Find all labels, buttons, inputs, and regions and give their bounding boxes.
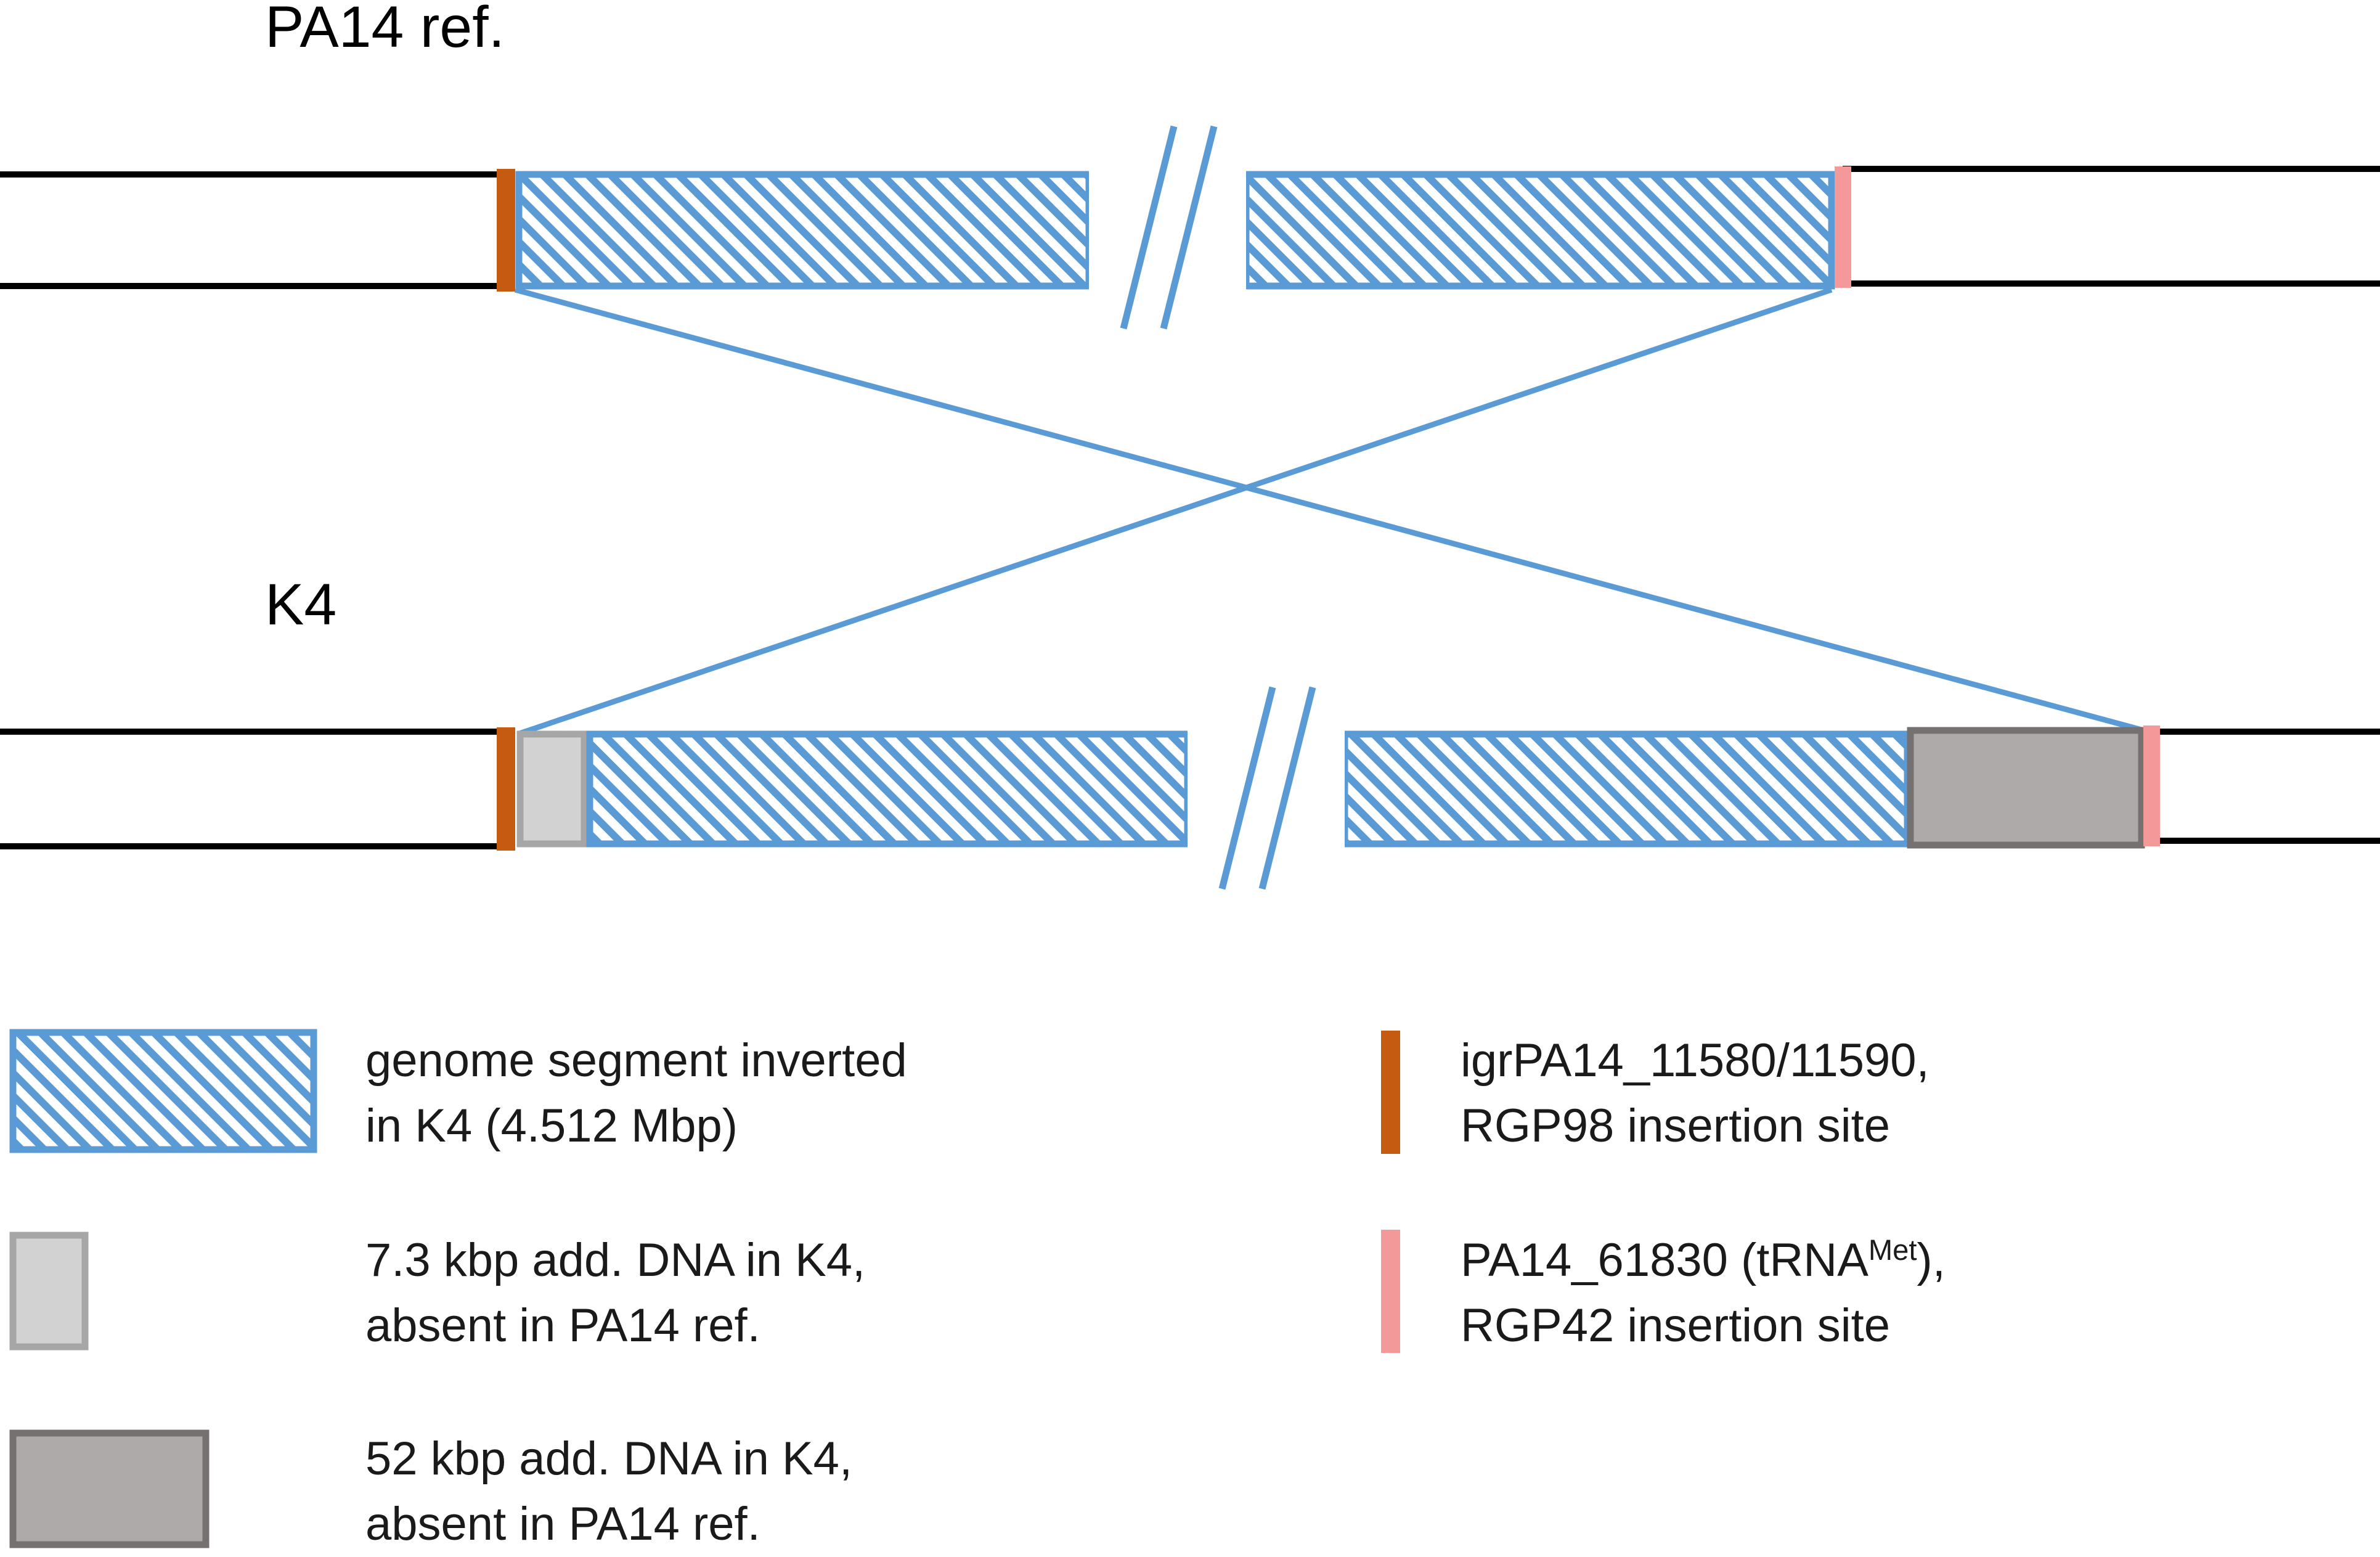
k4-inverted-segment-right	[1341, 730, 1911, 848]
k4-break-mark-1	[1218, 686, 1276, 890]
pa14-inverted-segment-left	[515, 171, 1093, 290]
pa14-reference-track	[0, 125, 2380, 330]
k4-track	[0, 686, 2380, 890]
legend-rgp98-line2: RGP98 insertion site	[1461, 1100, 1890, 1152]
k4-rgp98-site	[497, 727, 515, 851]
inversion-crossing-lines	[514, 287, 2143, 737]
legend-inverted-line2: in K4 (4.512 Mbp)	[365, 1100, 738, 1152]
pa14-break-mark-2	[1160, 125, 1218, 330]
legend-rgp98-symbol	[1381, 1031, 1400, 1154]
k4-small-additional-dna	[516, 730, 588, 848]
k4-break-mark-2	[1258, 686, 1316, 890]
pa14-inverted-segment-right	[1242, 171, 1835, 290]
legend-inverted-symbol	[9, 1029, 317, 1153]
legend-rgp98-label: igrPA14_11580/11590, RGP98 insertion sit…	[1461, 1028, 1930, 1159]
legend-symbols	[9, 1029, 1400, 1548]
pa14-reference-title: PA14 ref.	[265, 0, 505, 60]
legend-large-add-line2: absent in PA14 ref.	[365, 1498, 760, 1550]
k4-rgp42-site	[2143, 725, 2160, 846]
legend-small-add-line2: absent in PA14 ref.	[365, 1299, 760, 1352]
legend-large-add-line1: 52 kbp add. DNA in K4,	[365, 1432, 853, 1485]
pa14-break-mark-1	[1120, 125, 1178, 330]
legend-inverted-label: genome segment inverted in K4 (4.512 Mbp…	[365, 1028, 907, 1159]
legend-small-add-symbol	[9, 1232, 89, 1351]
crossing-line-right-to-left	[516, 287, 1833, 737]
pa14-rgp42-site	[1835, 166, 1851, 288]
legend-rgp42-label: PA14_61830 (tRNAMet), RGP42 insertion si…	[1461, 1228, 1946, 1359]
legend-rgp98-line1: igrPA14_11580/11590,	[1461, 1034, 1930, 1087]
legend-small-add-label: 7.3 kbp add. DNA in K4, absent in PA14 r…	[365, 1228, 865, 1359]
legend-rgp42-superscript: Met	[1868, 1233, 1917, 1267]
pa14-rgp98-site	[497, 169, 515, 292]
legend-small-add-line1: 7.3 kbp add. DNA in K4,	[365, 1234, 866, 1286]
legend-large-add-label: 52 kbp add. DNA in K4, absent in PA14 re…	[365, 1426, 852, 1557]
legend-rgp42-symbol	[1381, 1230, 1400, 1353]
k4-inverted-segment-left	[586, 730, 1191, 848]
k4-strain-title: K4	[265, 572, 337, 637]
legend-large-add-symbol	[9, 1429, 210, 1548]
legend-rgp42-line1: PA14_61830 (tRNAMet),	[1461, 1233, 1946, 1286]
legend-rgp42-line2: RGP42 insertion site	[1461, 1299, 1890, 1352]
k4-large-additional-dna	[1907, 727, 2145, 849]
crossing-line-left-to-right	[514, 287, 2143, 733]
legend-inverted-line1: genome segment inverted	[365, 1034, 907, 1087]
